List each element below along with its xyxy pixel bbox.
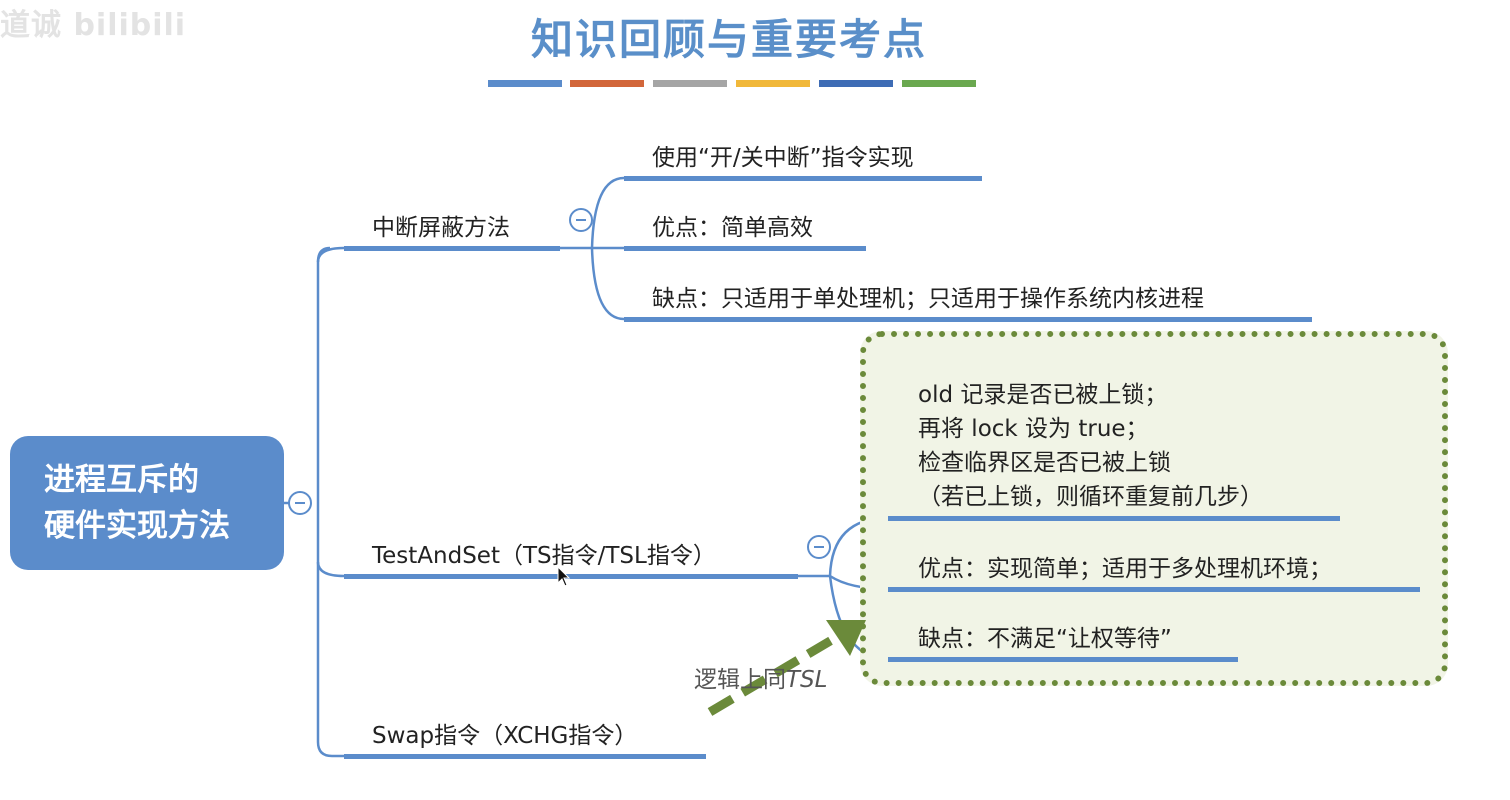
- branch-2-child-3-underline: [888, 657, 1238, 662]
- arrow-label-prefix: 逻辑上同: [694, 667, 786, 693]
- color-swatch-4: [736, 80, 810, 87]
- color-swatch-6: [902, 80, 976, 87]
- branch-2-child-2-underline: [888, 587, 1420, 592]
- tsl-step-1[interactable]: old 记录是否已被上锁；: [918, 382, 1168, 408]
- relation-arrow-label: 逻辑上同TSL: [694, 660, 827, 694]
- branch-1-child-2-underline: [624, 246, 866, 251]
- branch-1-child-1[interactable]: 使用“开/关中断”指令实现: [652, 145, 914, 171]
- mouse-pointer-icon: [557, 566, 571, 587]
- root-node[interactable]: 进程互斥的 硬件实现方法: [10, 436, 284, 570]
- root-trunk: [316, 246, 344, 758]
- branch-2-child-1-underline: [888, 516, 1340, 521]
- relation-arrow-head: [826, 620, 866, 656]
- branch-1-child-3-underline: [624, 317, 1312, 322]
- branch-interrupt-masking[interactable]: 中断屏蔽方法: [372, 215, 510, 241]
- branch-2-fan: [798, 516, 889, 661]
- branch-1-child-2[interactable]: 优点：简单高效: [652, 215, 813, 241]
- branch-1-underline: [344, 246, 560, 251]
- arrow-label-suffix: TSL: [786, 667, 828, 693]
- branch-testandset[interactable]: TestAndSet（TS指令/TSL指令）: [372, 543, 716, 569]
- color-swatch-1: [488, 80, 562, 87]
- root-to-branch-2: [316, 561, 345, 578]
- tsl-step-4[interactable]: （若已上锁，则循环重复前几步）: [918, 484, 1263, 510]
- watermark: 道诚 bilibili: [0, 8, 187, 43]
- tsl-step-3[interactable]: 检查临界区是否已被上锁: [918, 450, 1171, 476]
- branch-2-collapse-button[interactable]: [807, 535, 831, 559]
- branch-1-collapse-button[interactable]: [569, 208, 593, 232]
- root-line-2: 硬件实现方法: [44, 508, 230, 544]
- branch-1-child-3[interactable]: 缺点：只适用于单处理机；只适用于操作系统内核进程: [652, 286, 1204, 312]
- page-title: 知识回顾与重要考点: [530, 15, 927, 64]
- color-swatch-3: [653, 80, 727, 87]
- branch-2-underline: [344, 574, 798, 579]
- branch-1-fan: [560, 176, 625, 321]
- branch-2-child-2[interactable]: 优点：实现简单；适用于多处理机环境；: [918, 556, 1332, 582]
- color-swatch-2: [570, 80, 644, 87]
- root-to-branch-1: [316, 246, 345, 263]
- root-line-1: 进程互斥的: [44, 462, 199, 498]
- root-collapse-button[interactable]: [288, 491, 312, 515]
- tsl-step-2[interactable]: 再将 lock 设为 true；: [918, 416, 1149, 442]
- branch-2-child-3[interactable]: 缺点：不满足“让权等待”: [918, 626, 1172, 652]
- branch-1-child-1-underline: [624, 176, 982, 181]
- branch-swap[interactable]: Swap指令（XCHG指令）: [372, 723, 638, 749]
- color-swatch-5: [819, 80, 893, 87]
- highlight-callout-box: [860, 331, 1448, 686]
- relation-arrow-shaft: [707, 630, 845, 716]
- branch-3-underline: [344, 754, 706, 759]
